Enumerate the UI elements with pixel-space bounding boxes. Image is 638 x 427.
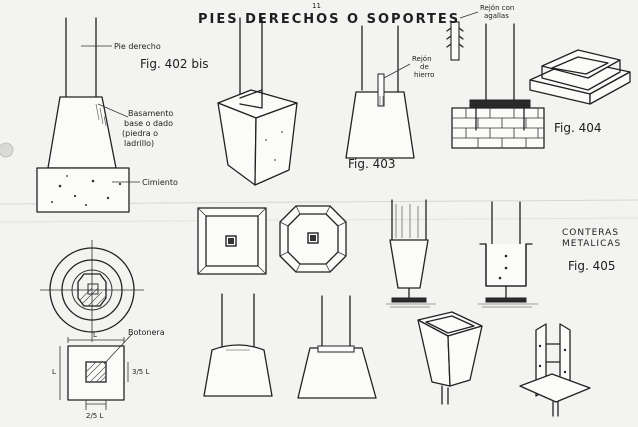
fig-404-caption: Fig. 404 [554,121,602,135]
fig-403-drawing [345,25,415,159]
dim-label-left-L: L [52,368,56,376]
label-rejon-hierro-line1: Rejón [412,55,432,63]
label-rejon-hierro-line2: de [420,63,429,71]
circular-footing-plan-drawing [40,240,144,342]
label-cimiento: Cimiento [142,178,178,187]
square-footing-plan-drawing [59,333,133,410]
metal-shoe-u-drawing [478,201,538,308]
label-metalicas: METALICAS [562,239,622,249]
page-title: PIES DERECHOS O SOPORTES [198,12,461,27]
iso-metal-shoe-cross-drawing [519,323,591,417]
label-rejon-hierro-line3: hierro [414,71,435,79]
binder-hole [0,142,14,158]
label-botonera: Botonera [128,328,165,337]
octagon-plate-drawing [279,205,347,273]
fig-404-box-drawing [529,49,631,105]
fig-404-post-drawing [451,23,545,149]
fig-402bis-drawing [36,17,140,213]
iso-metal-shoe-box-drawing [417,311,483,405]
label-basamento-line4: ladrillo) [124,139,155,148]
label-rejon-agallas-line1: Rejón con [480,4,515,12]
dim-label-3-5-L: 3/5 L [132,368,150,376]
label-conteras: CONTERAS [562,228,620,238]
metal-shoe-wedge-drawing [386,199,436,308]
rejon-agallas-drawing [446,11,479,61]
page-number: 11 [312,2,321,10]
dim-label-top-L: L [93,331,97,339]
fig-403-caption: Fig. 403 [348,157,396,171]
label-basamento-line3: (piedra o [122,129,159,138]
square-plate-drawing [197,207,267,275]
iso-post-pedestal-drawing [217,17,298,186]
fig-402-bis-caption: Fig. 402 bis [140,57,209,71]
label-basamento-line2: base o dado [124,119,174,128]
label-pie-derecho: Pie derecho [114,42,161,51]
label-basamento: Basamento [128,109,174,118]
lower-pedestal-2-drawing [297,295,377,399]
fig-405-caption: Fig. 405 [568,259,616,273]
dim-label-2-5-L: 2/5 L [86,412,104,420]
lower-pedestal-1-drawing [203,293,273,397]
label-rejon-agallas-line2: agallas [484,12,509,20]
